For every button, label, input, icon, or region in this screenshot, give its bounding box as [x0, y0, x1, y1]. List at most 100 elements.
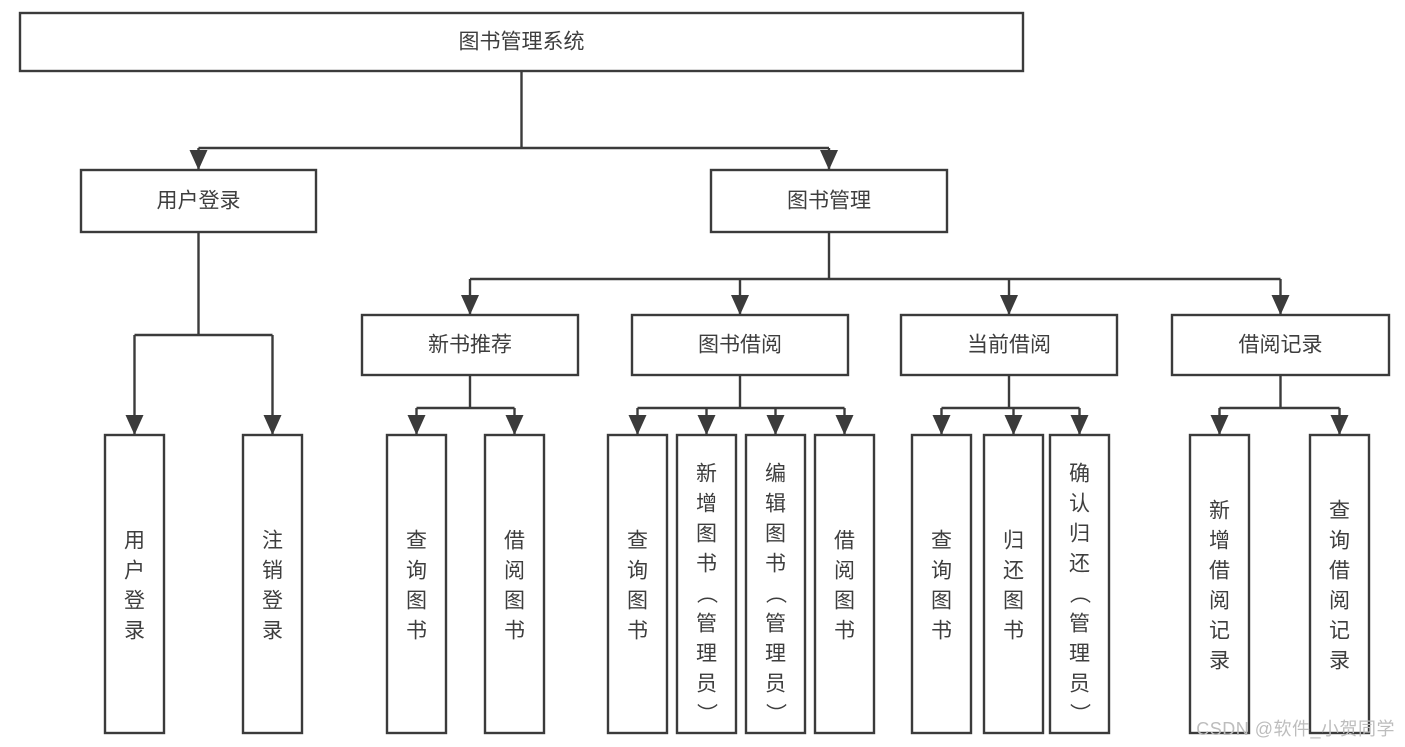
node-label-char: 新: [1209, 499, 1230, 522]
node-box: [1048, 433, 1111, 735]
node-label-char: 查: [931, 529, 952, 552]
arrow-head-newbook: [461, 295, 479, 315]
node-label-char: 查: [406, 529, 427, 552]
node-label-char: （: [764, 583, 787, 604]
node-label: 用户登录: [157, 190, 241, 213]
node-label-char: 书: [1003, 619, 1024, 642]
node-label-char: 图: [504, 589, 525, 612]
arrow-head-leaf-user-logout: [263, 415, 282, 435]
node-label-char: 户: [124, 559, 145, 582]
node-box: [360, 313, 580, 377]
arrow-head-leaf-bb-borrow: [835, 415, 854, 435]
node-root[interactable]: 图书管理系统: [18, 11, 1025, 73]
csdn-watermark: CSDN @软件_小贺同学: [1196, 719, 1395, 739]
node-label-char: 询: [406, 559, 427, 582]
node-label-char: 员: [1069, 672, 1090, 695]
arrow-head-leaf-bb-add: [697, 415, 716, 435]
node-label-char: 书: [504, 619, 525, 642]
node-label-char: 管: [1069, 612, 1090, 635]
node-label-char: 书: [834, 619, 855, 642]
node-label-char: ）: [1068, 703, 1091, 724]
node-box: [241, 433, 304, 735]
node-label-char: 书: [406, 619, 427, 642]
arrow-head-leaf-rec-add: [1210, 415, 1229, 435]
node-box: [1170, 313, 1391, 377]
node-label-char: 图: [834, 589, 855, 612]
node-label-char: 归: [1003, 529, 1024, 552]
node-leaf-user-login[interactable]: 用户登录: [103, 433, 166, 735]
arrow-head-bookmgmt: [820, 150, 838, 170]
node-label-char: 询: [1329, 529, 1350, 552]
node-label: 图书借阅: [698, 334, 782, 357]
node-label-char: 管: [696, 612, 717, 635]
node-label-char: 阅: [834, 559, 855, 582]
node-box: [18, 11, 1025, 73]
node-current[interactable]: 当前借阅: [899, 313, 1119, 377]
node-label-char: 图: [696, 522, 717, 545]
node-label-char: 录: [262, 619, 283, 642]
arrow-head-leaf-bb-edit: [766, 415, 785, 435]
node-label-char: 理: [765, 642, 786, 665]
arrow-head-leaf-cur-query: [932, 415, 951, 435]
arrow-head-current: [1000, 295, 1018, 315]
node-label-char: 用: [124, 529, 145, 552]
node-label-char: 录: [124, 619, 145, 642]
node-label-char: （: [1068, 583, 1091, 604]
node-label-char: 询: [627, 559, 648, 582]
node-label-char: 图: [765, 522, 786, 545]
node-label-char: 查: [627, 529, 648, 552]
node-label-char: 阅: [1209, 589, 1230, 612]
diagram-nodes: 图书管理系统用户登录图书管理新书推荐图书借阅当前借阅借阅记录用户登录注销登录查询…: [18, 11, 1391, 735]
node-label-char: 图: [406, 589, 427, 612]
node-box: [675, 433, 738, 735]
node-box: [1308, 433, 1371, 735]
node-label-char: ）: [695, 703, 718, 724]
node-label-char: 借: [1209, 559, 1230, 582]
node-label-char: 理: [1069, 642, 1090, 665]
arrow-head-leaf-bb-query: [628, 415, 647, 435]
node-label-char: 员: [696, 672, 717, 695]
node-login[interactable]: 用户登录: [79, 168, 318, 234]
node-records[interactable]: 借阅记录: [1170, 313, 1391, 377]
arrow-head-leaf-cur-return: [1004, 415, 1023, 435]
node-box: [744, 433, 807, 735]
node-label-char: 确: [1069, 462, 1090, 485]
node-box: [813, 433, 876, 735]
node-label-char: 登: [124, 589, 145, 612]
node-label-char: 员: [765, 672, 786, 695]
arrow-head-leaf-user-login: [125, 415, 144, 435]
arrow-head-leaf-cur-confirm: [1070, 415, 1089, 435]
node-label-char: 借: [1329, 559, 1350, 582]
node-label-char: 图: [627, 589, 648, 612]
node-newbook[interactable]: 新书推荐: [360, 313, 580, 377]
arrow-head-leaf-nb-borrow: [505, 415, 524, 435]
connector-links: [125, 71, 1349, 435]
node-box: [630, 313, 850, 377]
node-label-char: 阅: [1329, 589, 1350, 612]
node-borrow[interactable]: 图书借阅: [630, 313, 850, 377]
node-label-char: 注: [262, 529, 283, 552]
node-label-char: 书: [931, 619, 952, 642]
node-label: 新书推荐: [428, 334, 512, 357]
node-box: [606, 433, 669, 735]
node-label: 当前借阅: [967, 334, 1051, 357]
node-label-char: 归: [1069, 522, 1090, 545]
node-label-char: 查: [1329, 499, 1350, 522]
node-box: [709, 168, 949, 234]
node-label-char: 图: [931, 589, 952, 612]
node-bookmgmt[interactable]: 图书管理: [709, 168, 949, 234]
